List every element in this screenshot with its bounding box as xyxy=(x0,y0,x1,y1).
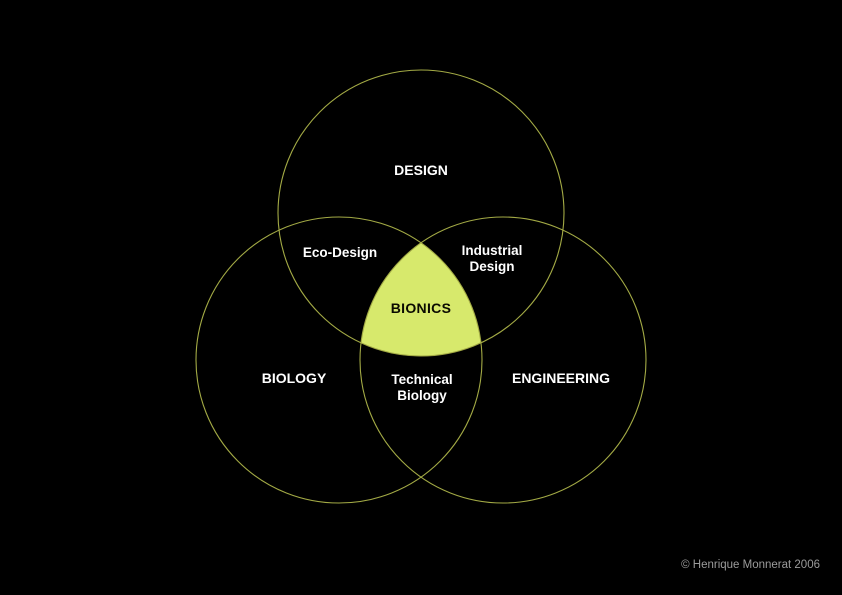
engineering-circle xyxy=(359,216,647,504)
bionics-label: BIONICS xyxy=(391,300,451,316)
engineering-label: ENGINEERING xyxy=(512,370,610,386)
design-label: DESIGN xyxy=(394,162,448,178)
copyright-credit: © Henrique Monnerat 2006 xyxy=(681,559,820,571)
biology-label: BIOLOGY xyxy=(262,370,327,386)
eco-design-label: Eco-Design xyxy=(303,245,377,260)
industrial-design-label-line1: Industrial xyxy=(462,243,523,258)
technical-biology-label-line1: Technical xyxy=(391,372,452,387)
technical-biology-label-line2: Biology xyxy=(397,388,447,403)
biology-circle xyxy=(195,216,483,504)
design-circle xyxy=(277,69,565,357)
industrial-design-label-line2: Design xyxy=(469,259,514,274)
